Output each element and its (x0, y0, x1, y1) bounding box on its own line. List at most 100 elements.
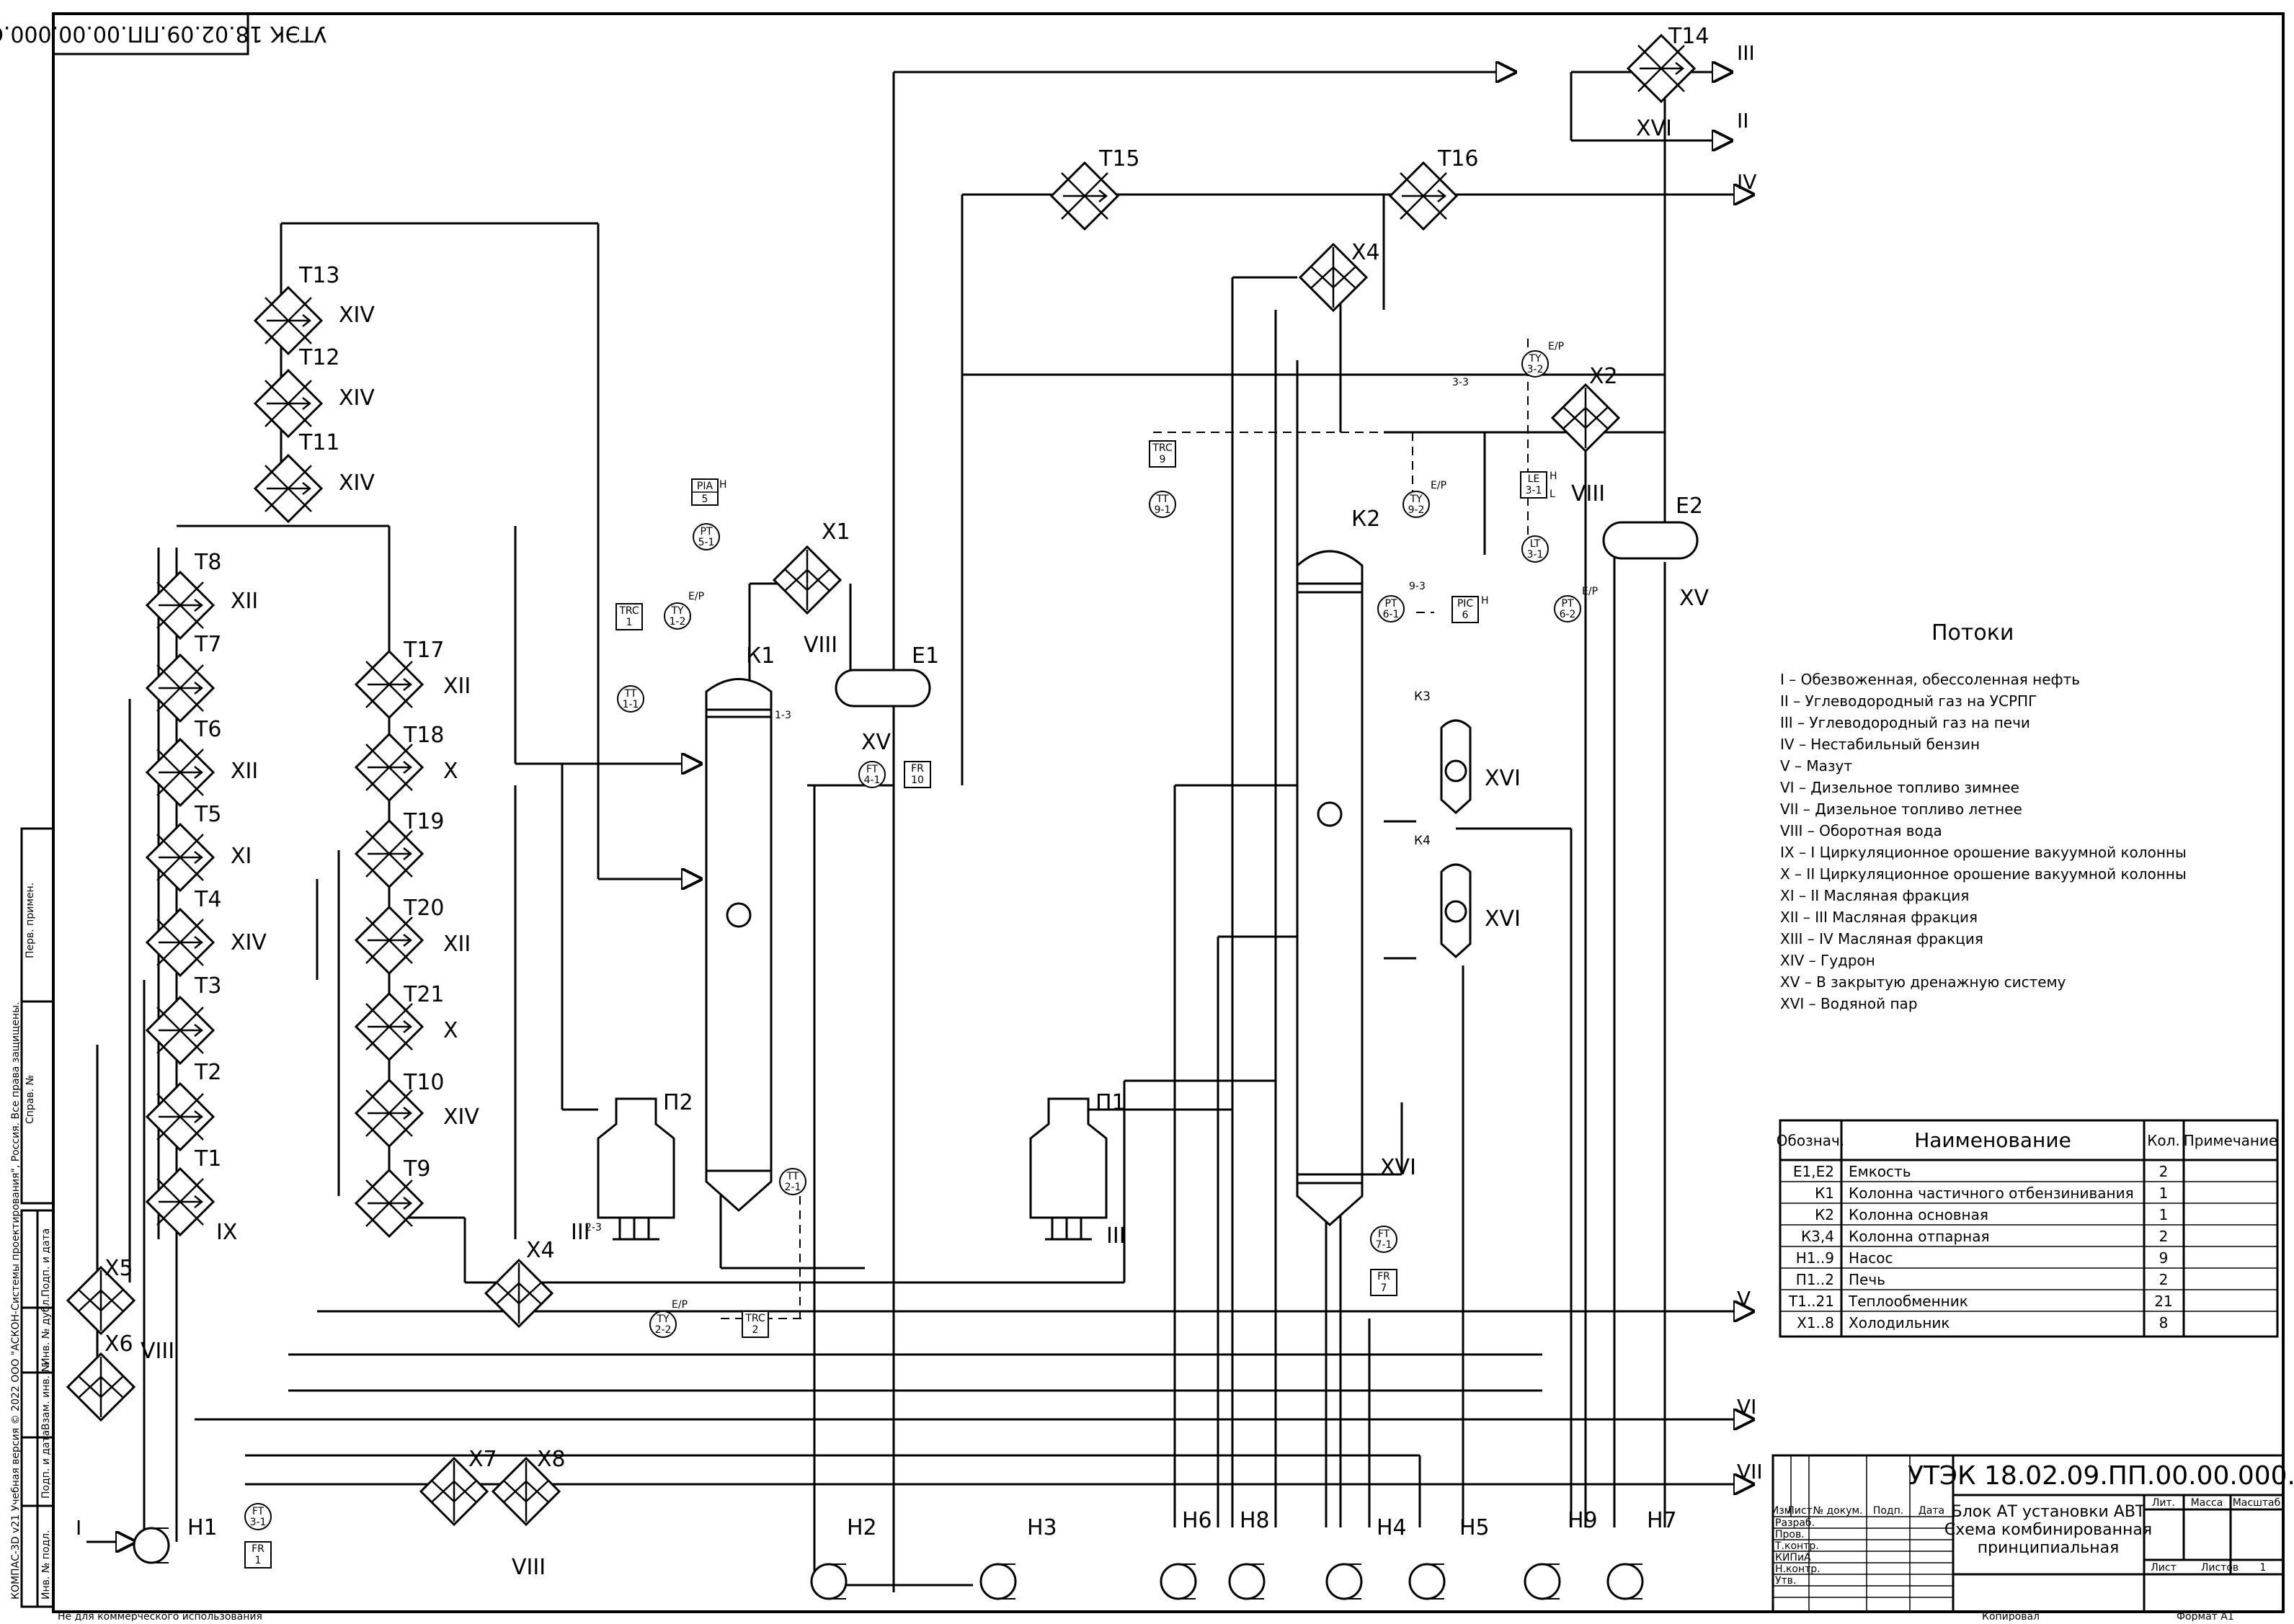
TY12-ep: E/P (688, 591, 704, 602)
heat-exchanger-T17: Т17 XII (355, 638, 471, 719)
spec-table (1779, 1119, 2279, 1338)
label-H2: Н2 (847, 1515, 877, 1540)
instrument-FR1: FR 1 (244, 1541, 272, 1569)
PIC6-num: 6 (1462, 610, 1469, 621)
stream-VIII-X6: VIII (141, 1339, 174, 1364)
heat-exchanger-T13: Т13 XIV (254, 263, 375, 355)
label-T5: Т5 (194, 802, 221, 827)
heat-exchanger-T6: Т6 XII (146, 717, 258, 807)
stream-V-label: V (1737, 1287, 1751, 1311)
heat-exchanger-T12: Т12 XIV (254, 345, 375, 438)
pump-H5: Н5 (1408, 1515, 1490, 1600)
LE31-l: L (1550, 488, 1555, 500)
spec-row7-code: Т1..21 (1788, 1293, 1834, 1310)
heat-exchanger-T2: Т2 (146, 1060, 221, 1151)
instrument-FR10: FR 10 (904, 761, 931, 788)
column-K4 (1440, 863, 1472, 959)
FT71-tag: FT (1378, 1228, 1390, 1240)
heat-exchanger-T16: Т16 (1389, 146, 1479, 231)
stream-VIII-X1: VIII (804, 633, 837, 658)
side-text-1: Перв. примен. (25, 883, 36, 958)
label-H7: Н7 (1647, 1508, 1677, 1533)
FT41-tag: FT (866, 764, 879, 775)
cooler-X4-bottom: Х4 (484, 1238, 555, 1328)
TY22-tag: TY (656, 1313, 670, 1325)
side-edu-note: КОМПАС-3D v21 Учебная версия © 2022 ООО … (10, 1001, 22, 1600)
stream-I-label: I (76, 1516, 81, 1540)
LE31-num: 3-1 (1526, 485, 1542, 496)
spec-header-note: Примечание (2184, 1132, 2278, 1149)
stream-X-T21: X (443, 1018, 458, 1043)
title-role-5: Н.контр. (1775, 1563, 1820, 1575)
instrument-TRC2: TRC 2 (742, 1311, 769, 1338)
stream-XV-E1: XV (861, 730, 892, 755)
side-stamp-texts: Перв. примен. Справ. № Подп. и дата Инв.… (10, 883, 52, 1600)
PT61-num: 6-1 (1383, 609, 1400, 620)
label-H5: Н5 (1459, 1515, 1490, 1540)
PIA5-tag: PIA (697, 481, 713, 492)
LT31-num: 3-1 (1527, 549, 1544, 561)
side-text-6: Подп. и дата (40, 1430, 52, 1499)
spec-row4-code: К3,4 (1801, 1228, 1834, 1245)
spec-row5-qty: 9 (2159, 1249, 2169, 1267)
PT62-num: 6-2 (1560, 609, 1576, 620)
label-E2: Е2 (1676, 494, 1703, 519)
stream-IV-label: IV (1737, 170, 1756, 194)
TRC1-tag: TRC (618, 605, 639, 617)
instrument-PIC6: PIC 6 H (1451, 595, 1489, 623)
top-code-text: УТЭК 18.02.09.ПП.00.00.000.С3 (0, 21, 326, 46)
stream-III-P1: III (1106, 1223, 1126, 1249)
instrument-LT3-1: LT 3-1 (1521, 535, 1549, 563)
title-col-sign: Подп. (1873, 1505, 1903, 1517)
stream-VII-label: VII (1737, 1460, 1763, 1484)
spec-row7-qty: 21 (2154, 1293, 2172, 1310)
instrument-TRC9: TRC 9 (1149, 440, 1176, 468)
title-name-3: принципиальная (1978, 1539, 2120, 1557)
legend-item-7: VII – Дизельное топливо летнее (1780, 800, 2022, 818)
TT21-num: 2-1 (785, 1182, 801, 1193)
label-T4: Т4 (194, 887, 221, 912)
label-T6: Т6 (194, 717, 221, 742)
title-sheet: Лист (2151, 1562, 2176, 1574)
title-name-1: Блок АТ установки АВТ (1952, 1503, 2146, 1521)
title-col-izm: Изм (1771, 1505, 1792, 1517)
TY32-tag: TY (1528, 353, 1542, 365)
stream-XIV-T4: XIV (231, 930, 267, 955)
spec-header-code: Обознач. (1777, 1132, 1844, 1149)
instrument-FT4-1: FT 4-1 (858, 761, 886, 788)
heat-exchanger-T11: Т11 XIV (254, 430, 375, 523)
legend-item-4: IV – Нестабильный бензин (1780, 736, 1980, 753)
label-T8: Т8 (194, 550, 221, 575)
title-role-1: Разраб. (1775, 1517, 1815, 1529)
stream-XVI-K3: XVI (1485, 766, 1521, 791)
pump-H8: Н8 (1228, 1508, 1270, 1600)
TY12-tag: TY (670, 605, 684, 617)
label-K3: К3 (1414, 690, 1431, 704)
instrument-TT9-1: TT 9-1 (1149, 491, 1176, 518)
label-T15: Т15 (1098, 146, 1140, 171)
heat-exchanger-T8: Т8 XII (146, 550, 258, 640)
instrument-TT1-1: TT 1-1 (617, 685, 644, 713)
label-T3: Т3 (194, 973, 221, 999)
side-text-3: Подп. и дата (40, 1228, 52, 1297)
instrument-PT6-1: PT 6-1 (1377, 595, 1405, 623)
instrument-TT2-1: TT 2-1 (779, 1168, 806, 1195)
spec-row1-name: Емкость (1849, 1163, 1911, 1180)
stream-XII-T6: XII (231, 759, 258, 784)
FT31-num: 3-1 (250, 1517, 267, 1528)
footer-format: Формат А1 (2177, 1611, 2234, 1621)
instrument-PT5-1: PT 5-1 (693, 523, 720, 550)
TRC2-num: 2 (752, 1324, 759, 1336)
spec-header-qty: Кол. (2147, 1132, 2180, 1149)
spec-row4-qty: 2 (2159, 1228, 2169, 1245)
side-stamp (20, 827, 55, 1608)
label-K4: К4 (1414, 834, 1431, 848)
stream-XII-T17: XII (443, 674, 471, 699)
vessel-E1: Е1 XV (835, 643, 939, 755)
label-H4: Н4 (1377, 1515, 1407, 1540)
FR10-tag: FR (911, 763, 924, 775)
legend-item-11: XI – II Масляная фракция (1780, 887, 1969, 904)
TT91-tag: TT (1156, 494, 1169, 505)
label-X7: Х7 (468, 1447, 497, 1472)
legend-item-14: XIV – Гудрон (1780, 952, 1875, 969)
